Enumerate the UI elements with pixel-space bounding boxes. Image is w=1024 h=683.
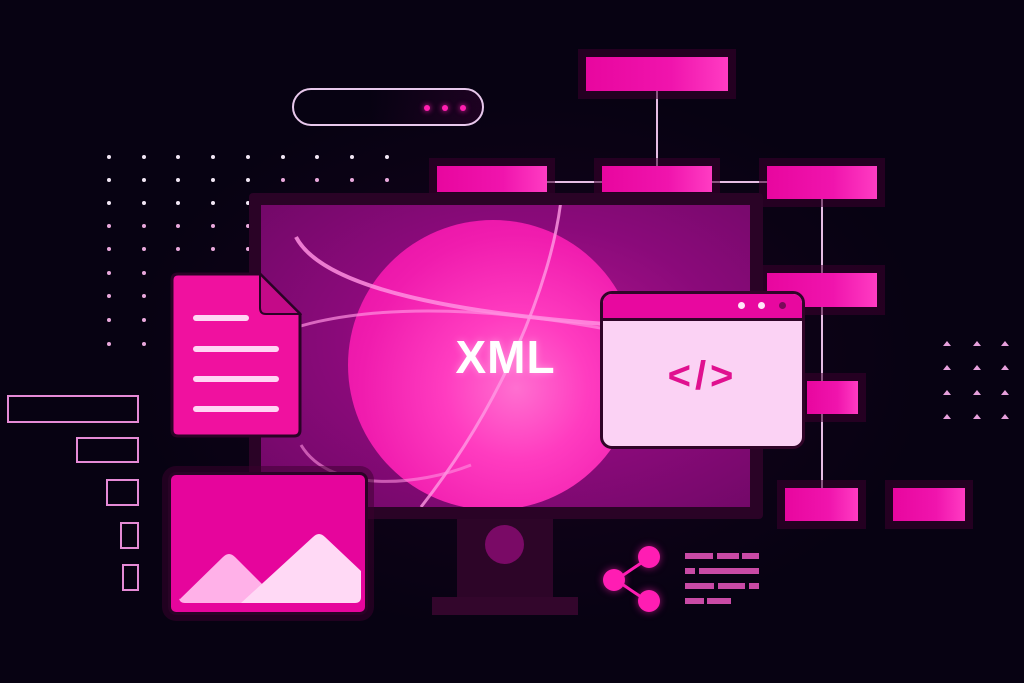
image-icon xyxy=(168,472,368,615)
diagram-node-center xyxy=(602,166,712,192)
connector-line xyxy=(656,90,658,166)
dot-icon xyxy=(442,105,448,111)
diagram-node-child-4 xyxy=(893,488,965,521)
outline-bar xyxy=(122,564,139,591)
monitor-button xyxy=(485,525,524,564)
diagram-node-right xyxy=(767,166,877,199)
code-icon: </> xyxy=(667,354,738,398)
monitor-stand-base xyxy=(432,597,578,615)
dot-icon xyxy=(460,105,466,111)
window-dot-icon xyxy=(758,302,765,309)
window-dot-icon xyxy=(779,302,786,309)
dot-icon xyxy=(424,105,430,111)
xml-title: XML xyxy=(455,331,556,383)
document-line xyxy=(193,406,279,412)
diagram-node-left xyxy=(437,166,547,192)
document-line xyxy=(193,346,279,352)
document-icon xyxy=(170,272,302,438)
code-window-titlebar xyxy=(603,294,802,321)
outline-bar xyxy=(76,437,139,463)
search-pill[interactable] xyxy=(292,88,484,126)
connector-line xyxy=(546,181,602,183)
outline-bar xyxy=(7,395,139,423)
diagram-node-child-3 xyxy=(785,488,858,521)
outline-bar xyxy=(106,479,139,506)
window-dot-icon xyxy=(738,302,745,309)
diagram-node-root xyxy=(586,57,728,91)
document-line xyxy=(193,315,249,321)
globe-icon xyxy=(348,220,638,507)
outline-bar xyxy=(120,522,139,549)
connector-line xyxy=(821,199,823,489)
code-window: </> xyxy=(600,291,805,449)
diagram-node-child-2 xyxy=(807,381,858,414)
connector-line xyxy=(712,181,768,183)
document-line xyxy=(193,376,279,382)
